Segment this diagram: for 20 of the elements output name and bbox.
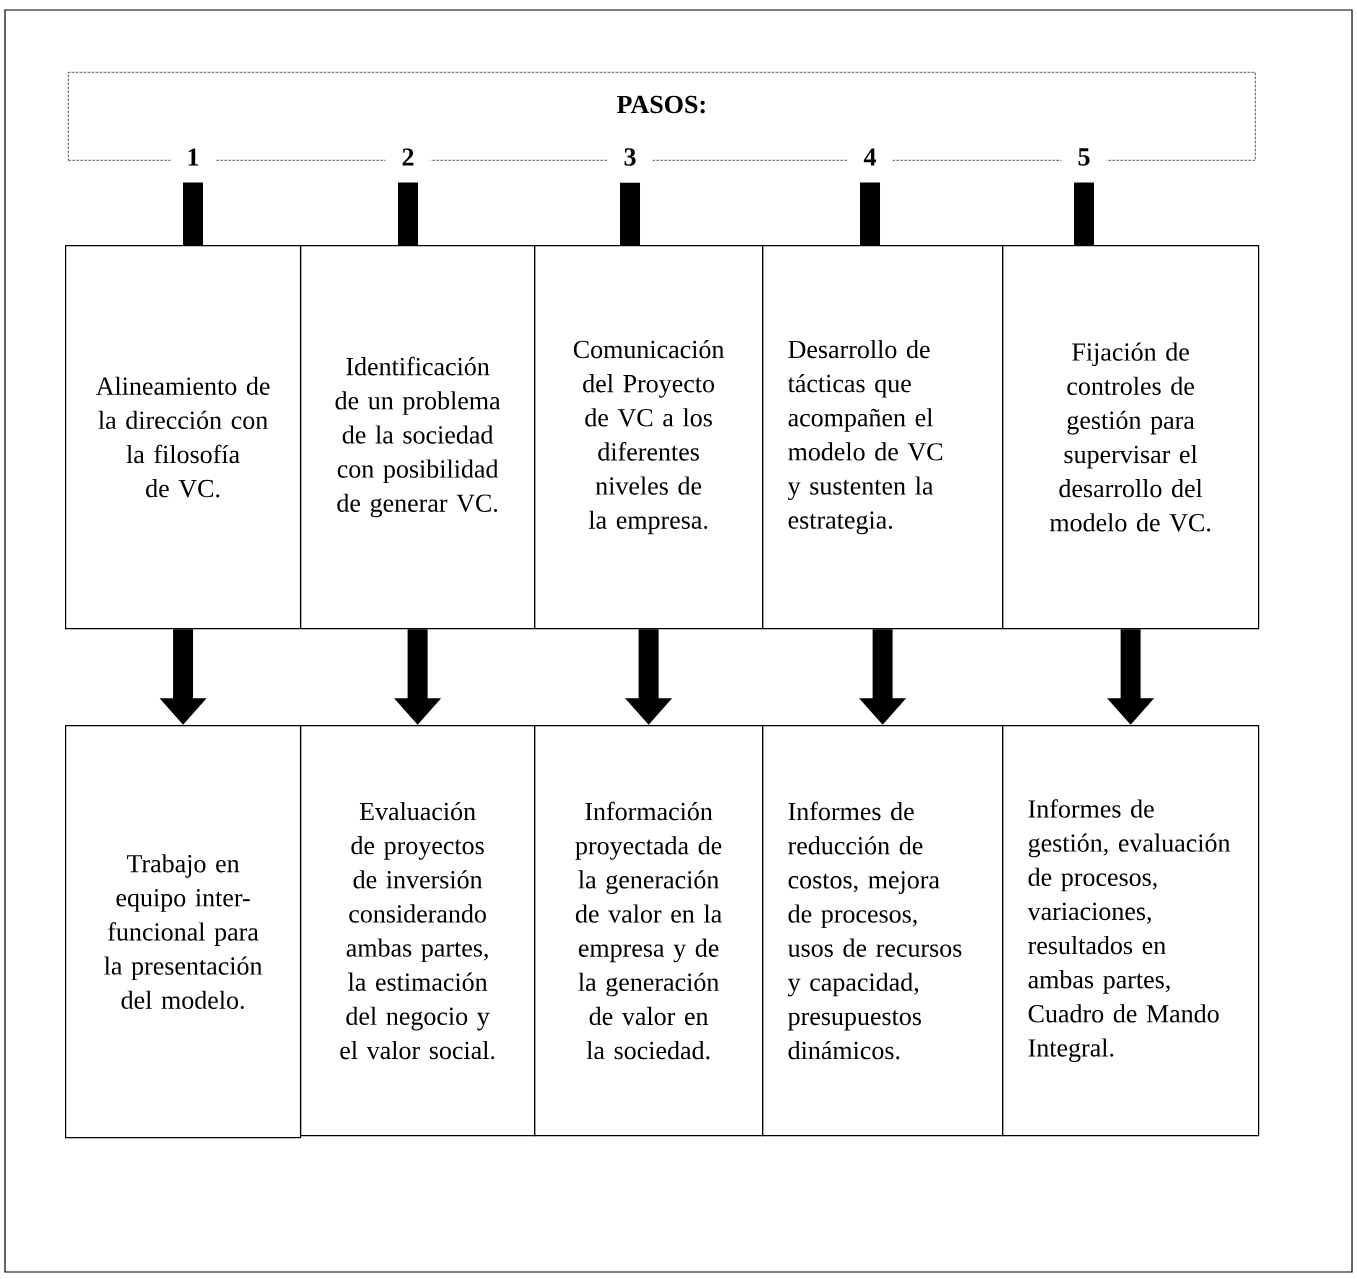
connector-bar <box>1074 182 1094 245</box>
step-box: Comunicación del Proyecto de VC a los diferentes niveles de la empresa. <box>534 245 764 630</box>
connector-bar <box>398 182 418 245</box>
step-box: Trabajo en equipo inter-funcional para la presentación del modelo. <box>65 725 302 1139</box>
step-box: Desarrollo de tácticas que acompañen el modelo de VC y sustenten la estrategia. <box>762 245 1004 630</box>
step-box: Fijación de controles de gestión para supervisar el desarrollo del modelo de VC. <box>1002 245 1260 630</box>
step-box: Información proyectada de la generación de valor en la empresa y de la generación de valor en la sociedad. <box>534 725 764 1137</box>
step-number: 1 <box>170 145 216 169</box>
step-number: 4 <box>847 145 893 169</box>
step-number: 5 <box>1061 145 1107 169</box>
connector-bar <box>620 182 640 245</box>
step-box: Alineamiento de la dirección con la filosofía de VC. <box>65 245 302 630</box>
step-box: Evaluación de proyectos de inversión considerando ambas partes, la estimación del negocio y el valor social. <box>300 725 536 1137</box>
step-number: 3 <box>607 145 653 169</box>
step-number: 2 <box>385 145 431 169</box>
step-box: Identificación de un problema de la sociedad con posibilidad de generar VC. <box>300 245 536 630</box>
step-box: Informes de gestión, evaluación de procesos, variaciones, resultados en ambas partes, Cuadro de Mando Integral. <box>1002 725 1260 1137</box>
step-box: Informes de reducción de costos, mejora de procesos, usos de recursos y capacidad, presupuestos dinámicos. <box>762 725 1004 1137</box>
connector-bar <box>183 182 203 245</box>
connector-bar <box>860 182 880 245</box>
